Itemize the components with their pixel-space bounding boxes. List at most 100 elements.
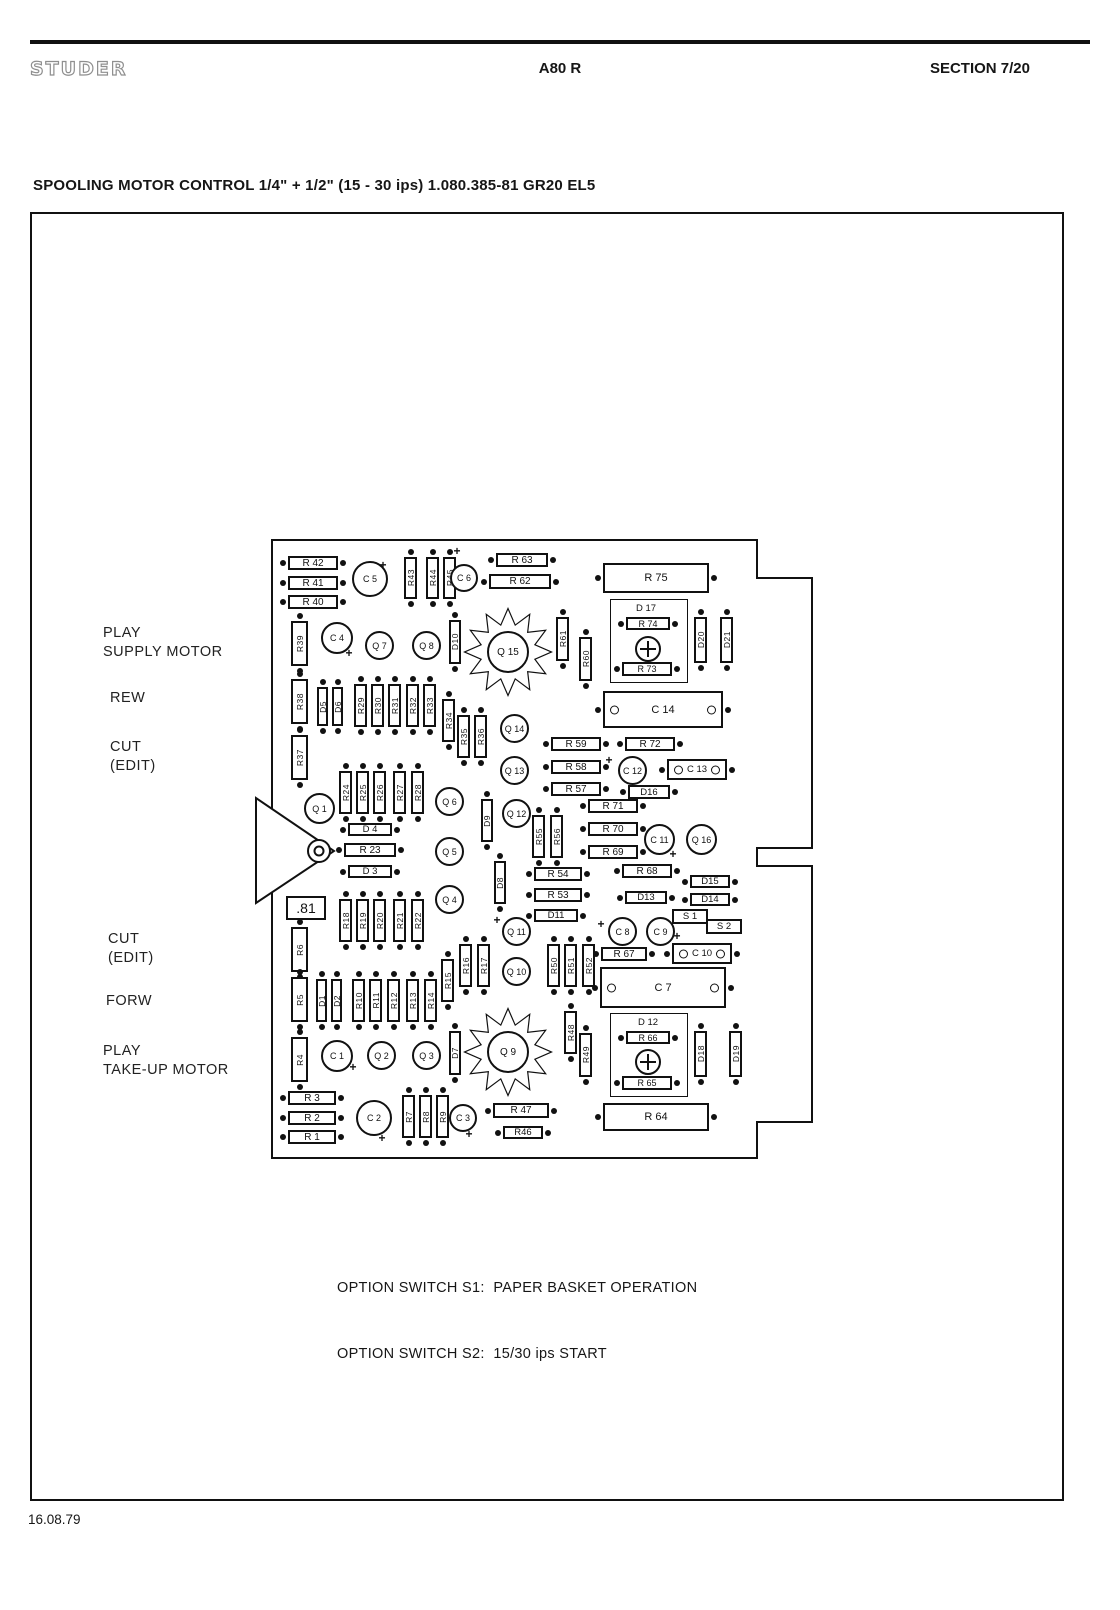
component-r23: R 23 — [336, 843, 404, 857]
polarity-plus-mark: + — [465, 1127, 473, 1141]
component-d21: D21 — [720, 609, 733, 671]
component-r46: R46 — [495, 1126, 551, 1139]
option-switch-notes: OPTION SWITCH S1: PAPER BASKET OPERATION… — [337, 1233, 697, 1409]
component-r17: R17 — [477, 936, 490, 995]
component-r71: R 71 — [580, 799, 646, 813]
component-r75: R 75 — [595, 563, 717, 593]
component-q2: Q 2 — [367, 1041, 396, 1070]
component-r52: R52 — [582, 936, 595, 995]
component-c4: C 4 — [321, 622, 353, 654]
component-c9: C 9 — [646, 917, 675, 946]
component-s2: S 2 — [706, 919, 742, 934]
component-d8: D8 — [494, 853, 506, 912]
component-r13: R13 — [406, 971, 419, 1030]
component-r2: R 2 — [280, 1111, 344, 1125]
component-r74: R 74 — [618, 617, 678, 630]
component-q4: Q 4 — [435, 885, 464, 914]
component-r47: R 47 — [485, 1103, 557, 1118]
trimmer-pot-icon — [635, 636, 661, 662]
component-r3: R 3 — [280, 1091, 344, 1105]
figure-frame — [30, 212, 1064, 1501]
polarity-plus-mark: + — [669, 847, 677, 861]
component-r60: R60 — [579, 629, 592, 689]
polarity-plus-mark: + — [673, 929, 681, 943]
component-r22: R22 — [411, 891, 424, 950]
component-d12: D 12 — [637, 1016, 659, 1028]
component-r7: R7 — [402, 1087, 415, 1146]
component-d16: D16 — [620, 785, 678, 799]
component-r61: R61 — [556, 609, 569, 669]
component-d9: D9 — [481, 791, 493, 850]
component-r69: R 69 — [580, 845, 646, 859]
component-r31: R31 — [388, 676, 401, 735]
component-q15: Q 15 — [487, 631, 529, 673]
component-c14: C 14 — [595, 691, 731, 728]
component-r42: R 42 — [280, 556, 346, 570]
component-c13: C 13 — [659, 759, 735, 780]
component-r1: R 1 — [280, 1130, 344, 1144]
component-r32: R32 — [406, 676, 419, 735]
component-r50: R50 — [547, 936, 560, 995]
component-r41: R 41 — [280, 576, 346, 590]
component-r49: R49 — [579, 1025, 592, 1085]
component-c3: C 3 — [449, 1104, 477, 1132]
component-q6: Q 6 — [435, 787, 464, 816]
component-r26: R26 — [373, 763, 386, 822]
component-r5: R5 — [291, 969, 308, 1030]
component-d10: D10 — [449, 612, 461, 672]
component-c8: C 8 — [608, 917, 637, 946]
footer-date: 16.08.79 — [28, 1512, 81, 1527]
component-d13: D13 — [617, 891, 675, 904]
component-r67: R 67 — [593, 947, 655, 961]
component-r10: R10 — [352, 971, 365, 1030]
component-r25: R25 — [356, 763, 369, 822]
component-c11: C 11 — [644, 824, 675, 855]
component-d19: D19 — [729, 1023, 742, 1085]
component-r63: R 63 — [488, 553, 556, 567]
component-c6: C 6 — [450, 564, 478, 592]
component-r11: R11 — [369, 971, 382, 1030]
component-r51: R51 — [564, 936, 577, 995]
component-r9: R9 — [436, 1087, 449, 1146]
component-r68: R 68 — [614, 864, 680, 878]
component-81: .81 — [286, 896, 326, 920]
component-d6: D6 — [332, 679, 343, 734]
header-model: A80 R — [538, 60, 582, 77]
component-r48: R48 — [564, 1003, 577, 1062]
component-r33: R33 — [423, 676, 436, 735]
component-c2: C 2 — [356, 1100, 392, 1136]
component-r39: R39 — [291, 613, 308, 674]
component-c5: C 5 — [352, 561, 388, 597]
component-r20: R20 — [373, 891, 386, 950]
polarity-plus-mark: + — [349, 1060, 357, 1074]
component-r44: R44 — [426, 549, 439, 607]
side-label-cut-edit-top: CUT(EDIT) — [110, 739, 156, 774]
component-r36: R36 — [474, 707, 487, 766]
component-r34: R34 — [442, 691, 455, 750]
component-r62: R 62 — [481, 574, 559, 589]
component-r53: R 53 — [526, 888, 590, 902]
component-d11: D11 — [526, 909, 586, 922]
header-rule — [30, 40, 1090, 44]
component-d17: D 17 — [635, 602, 657, 614]
component-c10: C 10 — [664, 943, 740, 964]
component-r55: R55 — [532, 807, 545, 866]
component-r72: R 72 — [617, 737, 683, 751]
component-r21: R21 — [393, 891, 406, 950]
ejector-hole-inner — [313, 845, 325, 857]
trimmer-frame — [610, 1013, 688, 1097]
component-d7: D7 — [449, 1023, 461, 1083]
component-r27: R27 — [393, 763, 406, 822]
studer-logo: STUDER — [29, 57, 128, 80]
ejector-handle — [255, 796, 336, 905]
component-r57: R 57 — [543, 782, 609, 796]
component-r54: R 54 — [526, 867, 590, 881]
component-d1: D1 — [316, 971, 327, 1030]
component-d4: D 4 — [340, 823, 400, 836]
component-q13: Q 13 — [500, 756, 529, 785]
component-c12: C 12 — [618, 756, 647, 785]
